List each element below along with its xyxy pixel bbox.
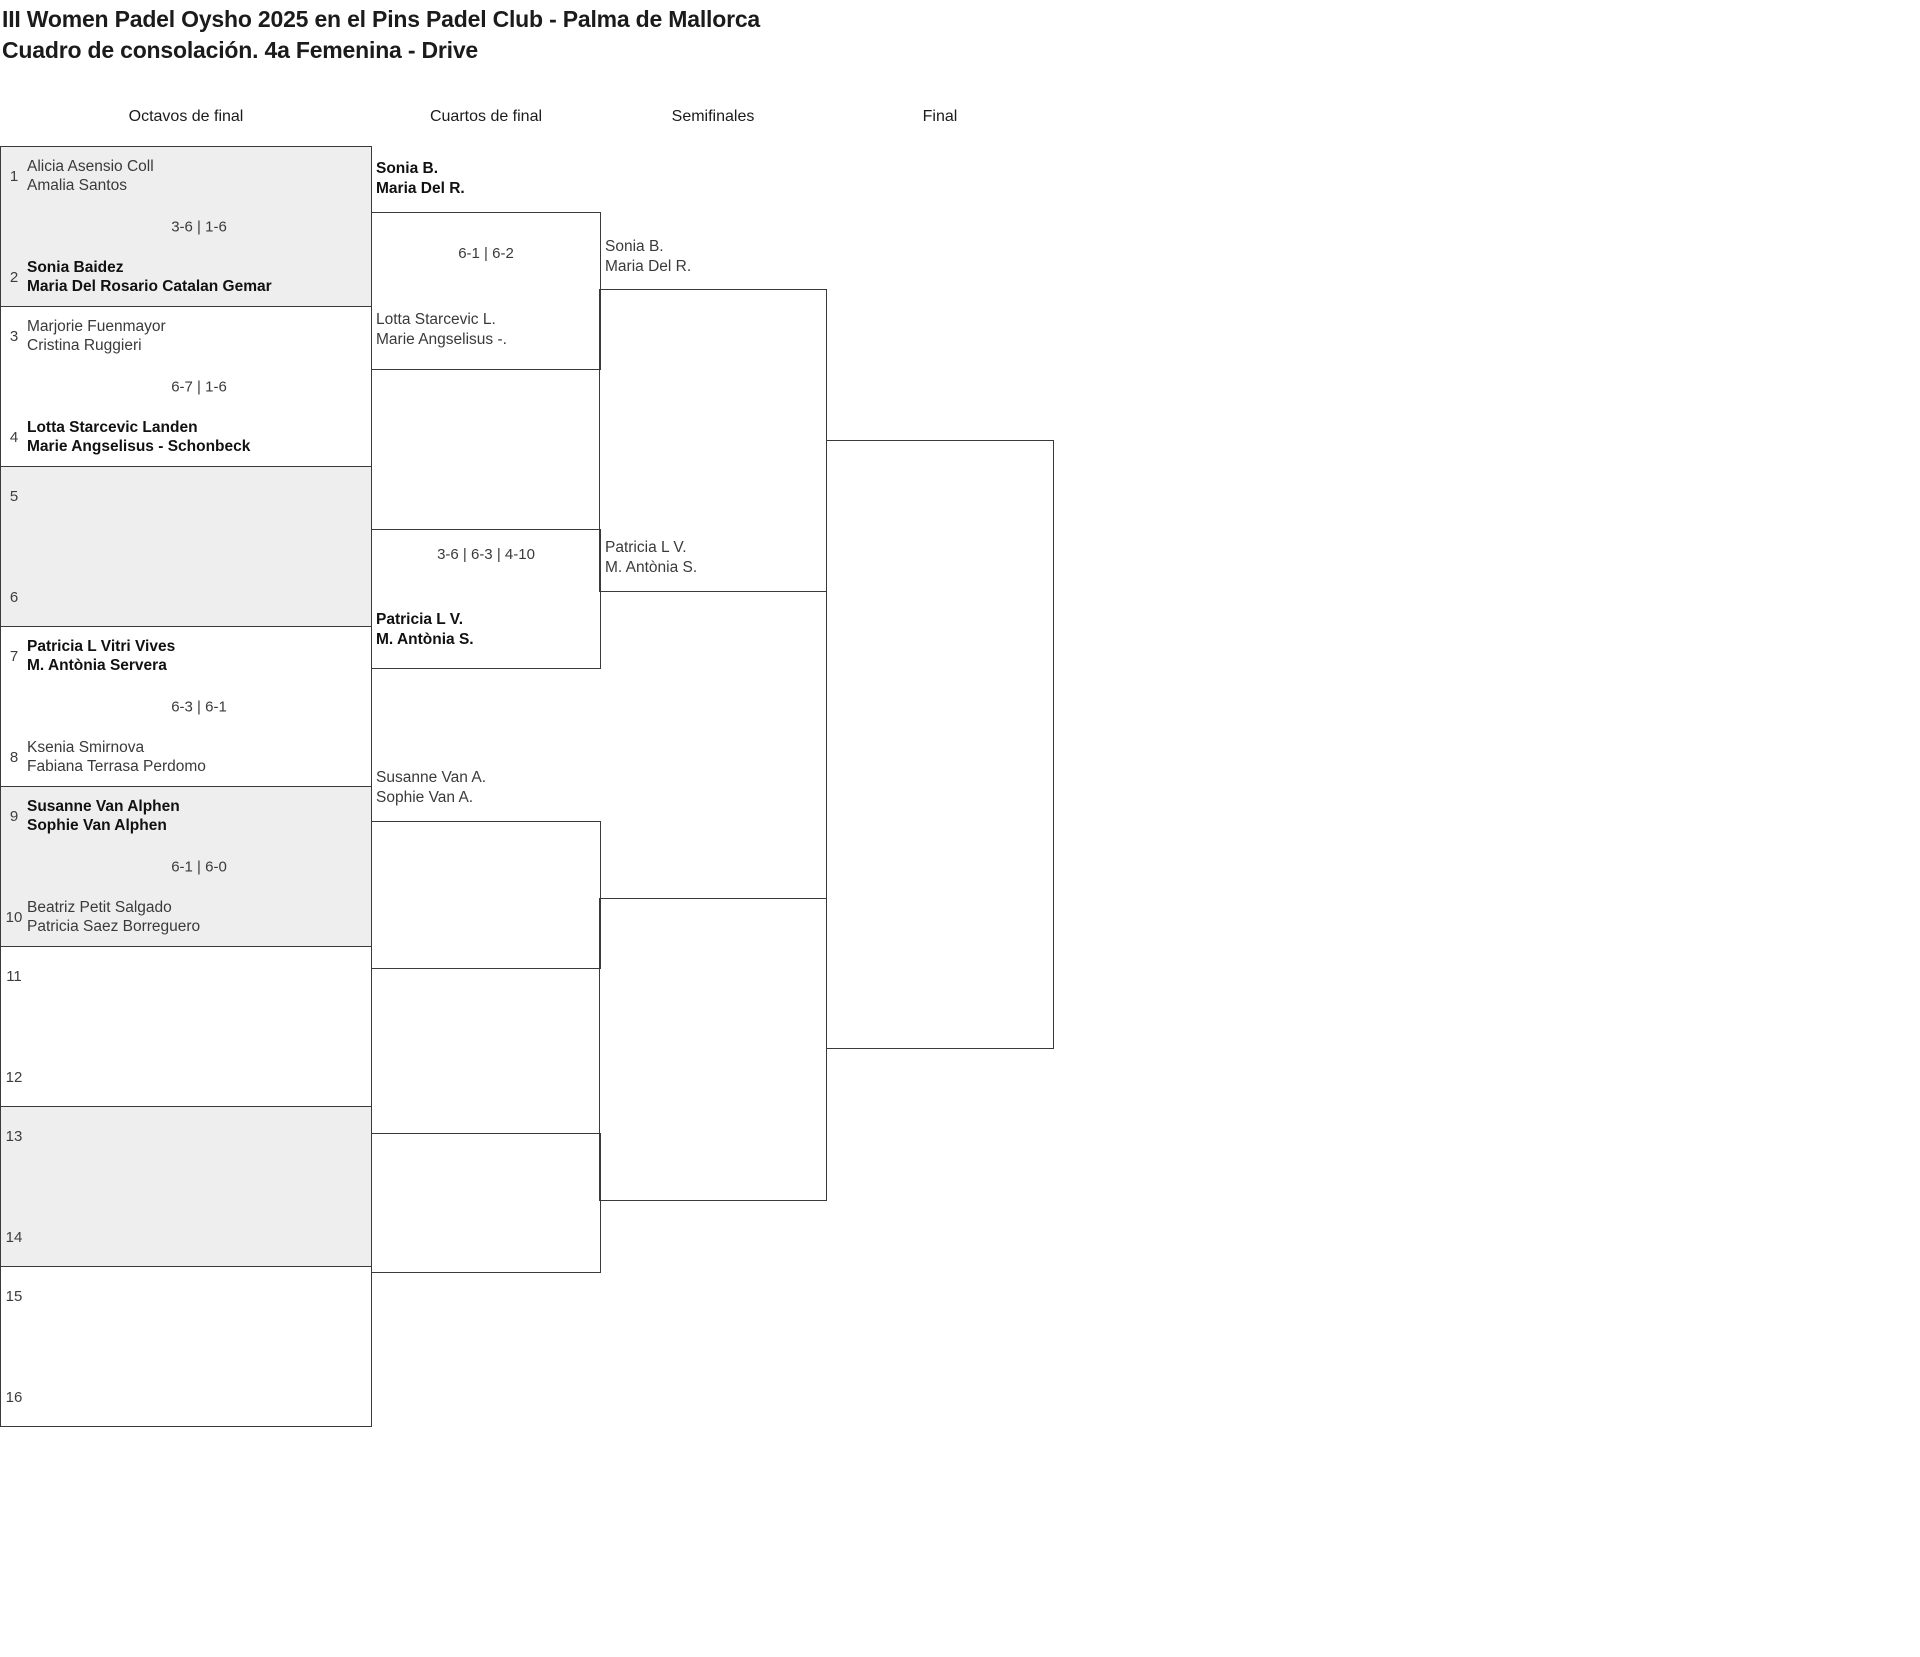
r16-match-1[interactable]: 1 Alicia Asensio Coll Amalia Santos 3-6 … (1, 147, 371, 307)
seed-number: 15 (5, 1287, 23, 1305)
team-names: Sonia Baidez Maria Del Rosario Catalan G… (27, 258, 272, 296)
seed-number: 16 (5, 1388, 23, 1406)
seed-number: 9 (9, 807, 19, 825)
qf-match-3-box[interactable] (371, 821, 601, 969)
team-names: Lotta Starcevic Landen Marie Angselisus … (27, 418, 251, 456)
title-line-1: III Women Padel Oysho 2025 en el Pins Pa… (2, 6, 761, 32)
r16-m3-bottom-entry[interactable]: 6 (1, 574, 371, 620)
seed-number: 3 (9, 327, 19, 345)
round-header-final: Final (922, 108, 958, 125)
r16-m2-score: 6-7 | 1-6 (171, 378, 227, 395)
round-header-octavos: Octavos de final (128, 108, 244, 125)
r16-m7-bottom-entry[interactable]: 14 (1, 1214, 371, 1260)
r16-match-4[interactable]: 7 Patricia L Vitri Vives M. Antònia Serv… (1, 627, 371, 787)
r16-match-6[interactable]: 11 12 (1, 947, 371, 1107)
team-names: Patricia L Vitri Vives M. Antònia Server… (27, 637, 176, 675)
r16-match-7[interactable]: 13 14 (1, 1107, 371, 1267)
seed-number: 1 (9, 167, 19, 185)
r16-match-8[interactable]: 15 16 (1, 1267, 371, 1427)
team-names: Beatriz Petit Salgado Patricia Saez Borr… (27, 898, 201, 936)
r16-m3-top-entry[interactable]: 5 (1, 473, 371, 519)
r16-m1-top-entry[interactable]: 1 Alicia Asensio Coll Amalia Santos (1, 153, 371, 199)
r16-m5-bottom-entry[interactable]: 10 Beatriz Petit Salgado Patricia Saez B… (1, 894, 371, 940)
final-match-box[interactable] (826, 440, 1054, 1049)
qf-match-1-box[interactable] (371, 212, 601, 370)
seed-number: 8 (9, 748, 19, 766)
r16-match-3[interactable]: 5 6 (1, 467, 371, 627)
r16-match-2[interactable]: 3 Marjorie Fuenmayor Cristina Ruggieri 6… (1, 307, 371, 467)
seed-number: 4 (9, 428, 19, 446)
page-title: III Women Padel Oysho 2025 en el Pins Pa… (2, 4, 1402, 66)
r16-m1-bottom-entry[interactable]: 2 Sonia Baidez Maria Del Rosario Catalan… (1, 254, 371, 300)
r16-m4-score: 6-3 | 6-1 (171, 698, 227, 715)
qf-m1-bottom-entry[interactable]: Lotta Starcevic L. Marie Angselisus -. (376, 311, 507, 348)
sf-m1-bottom-entry[interactable]: Patricia L V. M. Antònia S. (605, 539, 698, 576)
qf-m2-bottom-entry[interactable]: Patricia L V. M. Antònia S. (376, 611, 474, 648)
r16-m4-bottom-entry[interactable]: 8 Ksenia Smirnova Fabiana Terrasa Perdom… (1, 734, 371, 780)
team-names: Marjorie Fuenmayor Cristina Ruggieri (27, 317, 166, 355)
qf-m1-score: 6-1 | 6-2 (458, 245, 514, 262)
seed-number: 7 (9, 647, 19, 665)
r16-m5-score: 6-1 | 6-0 (171, 858, 227, 875)
qf-m1-top-entry[interactable]: Sonia B. Maria Del R. (376, 160, 465, 197)
r16-m5-top-entry[interactable]: 9 Susanne Van Alphen Sophie Van Alphen (1, 793, 371, 839)
r16-m7-top-entry[interactable]: 13 (1, 1113, 371, 1159)
qf-m3-top-entry[interactable]: Susanne Van A. Sophie Van A. (376, 769, 487, 806)
r16-m8-top-entry[interactable]: 15 (1, 1273, 371, 1319)
r16-m6-bottom-entry[interactable]: 12 (1, 1054, 371, 1100)
seed-number: 11 (6, 967, 22, 985)
round-of-16-column: 1 Alicia Asensio Coll Amalia Santos 3-6 … (0, 146, 372, 1427)
seed-number: 13 (5, 1127, 23, 1145)
r16-m6-top-entry[interactable]: 11 (1, 953, 371, 999)
qf-match-4-box[interactable] (371, 1133, 601, 1273)
team-names: Ksenia Smirnova Fabiana Terrasa Perdomo (27, 738, 206, 776)
r16-m2-top-entry[interactable]: 3 Marjorie Fuenmayor Cristina Ruggieri (1, 313, 371, 359)
seed-number: 6 (9, 588, 19, 606)
title-line-2: Cuadro de consolación. 4a Femenina - Dri… (2, 37, 479, 63)
seed-number: 14 (5, 1228, 23, 1246)
r16-match-5[interactable]: 9 Susanne Van Alphen Sophie Van Alphen 6… (1, 787, 371, 947)
seed-number: 2 (9, 268, 19, 286)
team-names: Susanne Van Alphen Sophie Van Alphen (27, 797, 180, 835)
r16-m1-score: 3-6 | 1-6 (171, 218, 227, 235)
seed-number: 12 (5, 1068, 23, 1086)
r16-m8-bottom-entry[interactable]: 16 (1, 1374, 371, 1420)
seed-number: 10 (5, 908, 23, 926)
r16-m2-bottom-entry[interactable]: 4 Lotta Starcevic Landen Marie Angselisu… (1, 414, 371, 460)
qf-m2-score: 3-6 | 6-3 | 4-10 (437, 546, 535, 563)
team-names: Alicia Asensio Coll Amalia Santos (27, 157, 154, 195)
sf-match-2-box[interactable] (599, 898, 827, 1201)
qf-match-2-box[interactable] (371, 529, 601, 669)
r16-m4-top-entry[interactable]: 7 Patricia L Vitri Vives M. Antònia Serv… (1, 633, 371, 679)
sf-m1-top-entry[interactable]: Sonia B. Maria Del R. (605, 238, 692, 275)
seed-number: 5 (9, 487, 19, 505)
round-header-cuartos: Cuartos de final (429, 108, 543, 125)
round-header-semifinales: Semifinales (671, 108, 755, 125)
